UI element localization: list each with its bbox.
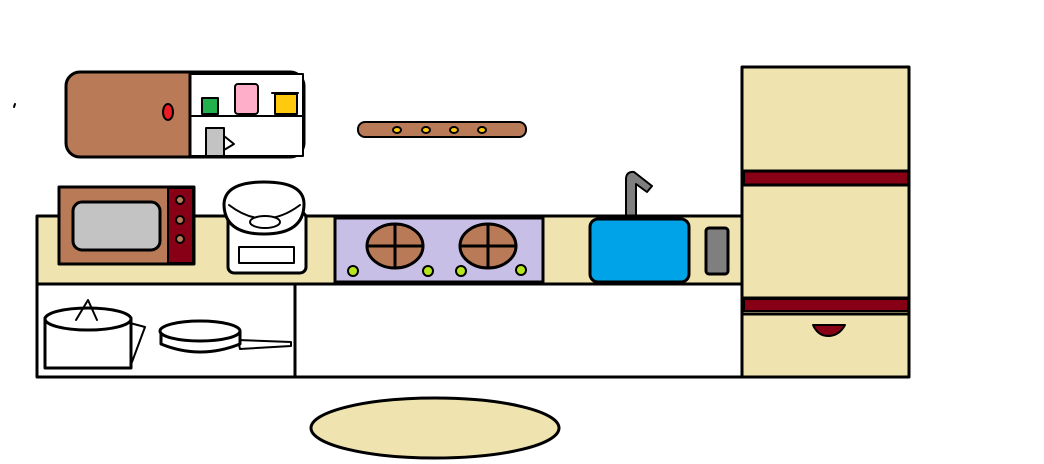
- jar-green-icon[interactable]: [201, 97, 219, 115]
- rice-cooker-display: [238, 246, 295, 264]
- fridge-drawer-handle[interactable]: [812, 324, 846, 337]
- refrigerator[interactable]: [740, 65, 911, 379]
- rice-cooker[interactable]: [222, 180, 308, 275]
- jar-pink-icon[interactable]: [234, 83, 259, 115]
- cabinet-knob[interactable]: [162, 103, 174, 121]
- fridge-stripe-top: [743, 170, 909, 186]
- stove-knob[interactable]: [515, 264, 527, 276]
- burner-left[interactable]: [365, 222, 425, 270]
- hook: [421, 126, 431, 134]
- lower-cabinet-right[interactable]: [293, 282, 745, 379]
- jar-yellow-icon[interactable]: [274, 93, 298, 115]
- stove-knob[interactable]: [347, 265, 359, 277]
- pot[interactable]: [43, 299, 146, 370]
- sink-icon[interactable]: [588, 217, 691, 284]
- hook: [392, 126, 402, 134]
- faucet-icon[interactable]: [625, 170, 653, 219]
- rice-cooker-lid[interactable]: [222, 180, 306, 236]
- stove-knob[interactable]: [422, 265, 434, 277]
- soap-icon[interactable]: [704, 226, 730, 276]
- mug-icon[interactable]: [205, 127, 235, 157]
- pot-lid[interactable]: [43, 306, 133, 332]
- stove-knob[interactable]: [455, 265, 467, 277]
- stove[interactable]: [333, 216, 545, 284]
- microwave-window: [71, 200, 162, 252]
- hook: [477, 126, 487, 134]
- wall-cabinet[interactable]: [64, 70, 306, 159]
- burner-right[interactable]: [458, 222, 518, 270]
- stray-mark: [13, 103, 16, 108]
- microwave-button[interactable]: [175, 215, 185, 225]
- rug-icon[interactable]: [309, 396, 561, 460]
- fridge-stripe-bottom: [743, 298, 909, 312]
- hook: [449, 126, 459, 134]
- microwave-button[interactable]: [175, 234, 185, 244]
- microwave-button[interactable]: [175, 195, 185, 205]
- hook-rack-icon[interactable]: [357, 121, 527, 138]
- hook-rack[interactable]: [357, 121, 527, 138]
- rice-cooker-handle[interactable]: [249, 215, 281, 229]
- frying-pan[interactable]: [158, 319, 292, 354]
- microwave[interactable]: [57, 185, 196, 266]
